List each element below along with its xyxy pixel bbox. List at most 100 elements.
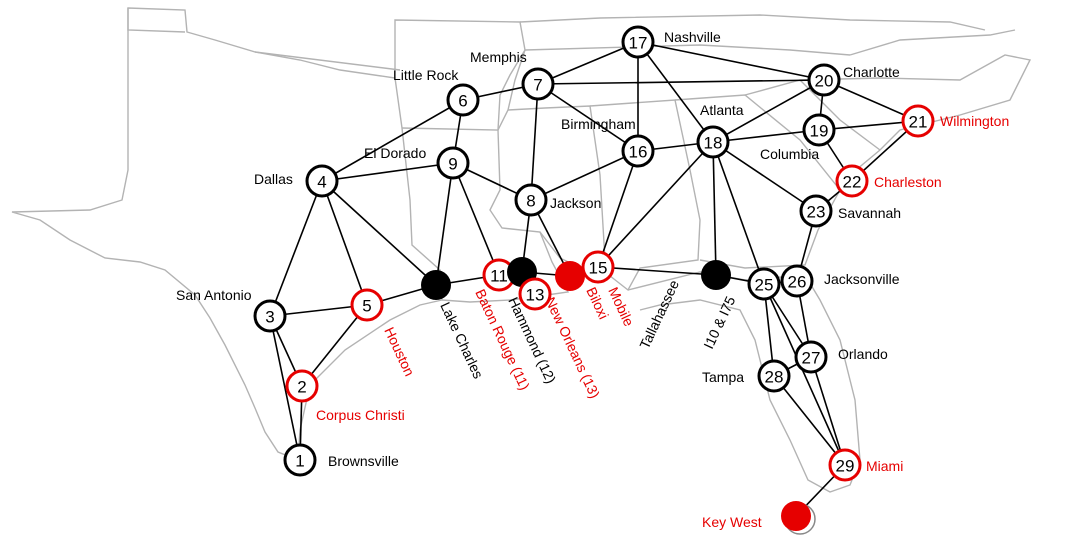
node-number: 26 bbox=[788, 273, 807, 292]
label-charlotte: Charlotte bbox=[843, 64, 900, 80]
state-outlines bbox=[11, 7, 1032, 493]
edge-18-19 bbox=[712, 129, 820, 143]
label-memphis: Memphis bbox=[470, 49, 527, 65]
node-14 bbox=[555, 261, 585, 291]
label-wilmington: Wilmington bbox=[940, 113, 1009, 129]
label-jackson: Jackson bbox=[550, 195, 601, 211]
label-mobile: Mobile bbox=[605, 285, 637, 329]
node-circle bbox=[518, 277, 552, 311]
node-17: 17 bbox=[621, 25, 655, 59]
node-circle bbox=[696, 125, 730, 159]
node-4: 4 bbox=[305, 164, 339, 198]
node-circle bbox=[747, 267, 781, 301]
node-circle bbox=[253, 299, 287, 333]
node-circle bbox=[581, 250, 615, 284]
node-circle bbox=[901, 104, 935, 138]
node-25: 25 bbox=[747, 267, 781, 301]
node-number: 2 bbox=[297, 378, 306, 397]
node-21: 21 bbox=[901, 104, 935, 138]
node-16: 16 bbox=[621, 134, 655, 168]
edge-7-8 bbox=[530, 83, 539, 201]
node-circle bbox=[350, 288, 384, 322]
edge-18-20 bbox=[712, 79, 825, 143]
edge-7-17 bbox=[537, 41, 639, 85]
label-tampa: Tampa bbox=[702, 369, 744, 385]
label-little-rock: Little Rock bbox=[393, 67, 459, 83]
label-key-west: Key West bbox=[702, 514, 762, 530]
node-circle bbox=[305, 164, 339, 198]
node-circle bbox=[285, 369, 319, 403]
node-number: 25 bbox=[755, 276, 774, 295]
edge-4-6 bbox=[321, 99, 464, 182]
node-6: 6 bbox=[446, 83, 480, 117]
node-29: 29 bbox=[828, 448, 862, 482]
label-columbia: Columbia bbox=[760, 146, 819, 162]
edge-1-3 bbox=[269, 315, 301, 461]
node-circle bbox=[621, 134, 655, 168]
node-10 bbox=[421, 270, 451, 300]
label-nashville: Nashville bbox=[664, 29, 721, 45]
label-savannah: Savannah bbox=[838, 205, 901, 221]
edge-15-24 bbox=[597, 266, 717, 276]
edge-7-20 bbox=[537, 79, 825, 85]
edge-2-5 bbox=[301, 304, 368, 387]
node-circle bbox=[799, 194, 833, 228]
label-atlanta: Atlanta bbox=[700, 102, 744, 118]
node-23: 23 bbox=[799, 194, 833, 228]
node-number: 7 bbox=[533, 76, 542, 95]
node-30 bbox=[781, 501, 816, 535]
edge-17-18 bbox=[637, 41, 714, 143]
node-9: 9 bbox=[436, 146, 470, 180]
node-number: 23 bbox=[807, 203, 826, 222]
label-san-antonio: San Antonio bbox=[176, 287, 252, 303]
node-number: 21 bbox=[909, 113, 928, 132]
node-3: 3 bbox=[253, 299, 287, 333]
edge-4-5 bbox=[321, 180, 368, 306]
edge-18-24 bbox=[712, 141, 717, 276]
node-circle bbox=[701, 260, 731, 290]
node-number: 4 bbox=[317, 173, 326, 192]
node-number: 5 bbox=[362, 297, 371, 316]
node-circle bbox=[807, 63, 841, 97]
edge-25-29 bbox=[763, 283, 846, 466]
node-number: 19 bbox=[810, 122, 829, 141]
node-20: 20 bbox=[807, 63, 841, 97]
node-28: 28 bbox=[757, 359, 791, 393]
node-1: 1 bbox=[283, 443, 317, 477]
label-corpus-christi: Corpus Christi bbox=[316, 407, 405, 423]
edge-7-16 bbox=[537, 83, 639, 152]
node-circle bbox=[421, 270, 451, 300]
edge-20-21 bbox=[823, 79, 919, 122]
node-number: 16 bbox=[629, 143, 648, 162]
label-charleston: Charleston bbox=[874, 174, 942, 190]
node-2: 2 bbox=[285, 369, 319, 403]
label-el-dorado: El Dorado bbox=[364, 145, 426, 161]
node-number: 1 bbox=[295, 452, 304, 471]
label-miami: Miami bbox=[866, 458, 903, 474]
node-number: 28 bbox=[765, 368, 784, 387]
node-number: 9 bbox=[448, 155, 457, 174]
edge-3-4 bbox=[269, 180, 323, 317]
node-circle bbox=[835, 164, 869, 198]
edge-15-16 bbox=[597, 150, 639, 268]
node-circle bbox=[757, 359, 791, 393]
edge-17-20 bbox=[637, 41, 825, 81]
node-number: 8 bbox=[526, 192, 535, 211]
edge-19-21 bbox=[818, 120, 919, 131]
node-11: 11 bbox=[482, 258, 516, 292]
label-jacksonville: Jacksonville bbox=[824, 271, 900, 287]
edge-4-10 bbox=[321, 180, 437, 286]
node-number: 29 bbox=[836, 457, 855, 476]
node-7: 7 bbox=[521, 67, 555, 101]
node-19: 19 bbox=[802, 113, 836, 147]
node-number: 13 bbox=[526, 286, 545, 305]
node-24 bbox=[701, 260, 731, 290]
node-18: 18 bbox=[696, 125, 730, 159]
label-lake-charles: Lake Charles bbox=[437, 300, 486, 382]
node-26: 26 bbox=[780, 264, 814, 298]
node-number: 27 bbox=[802, 349, 821, 368]
edge-9-10 bbox=[435, 162, 454, 286]
node-13: 13 bbox=[518, 277, 552, 311]
